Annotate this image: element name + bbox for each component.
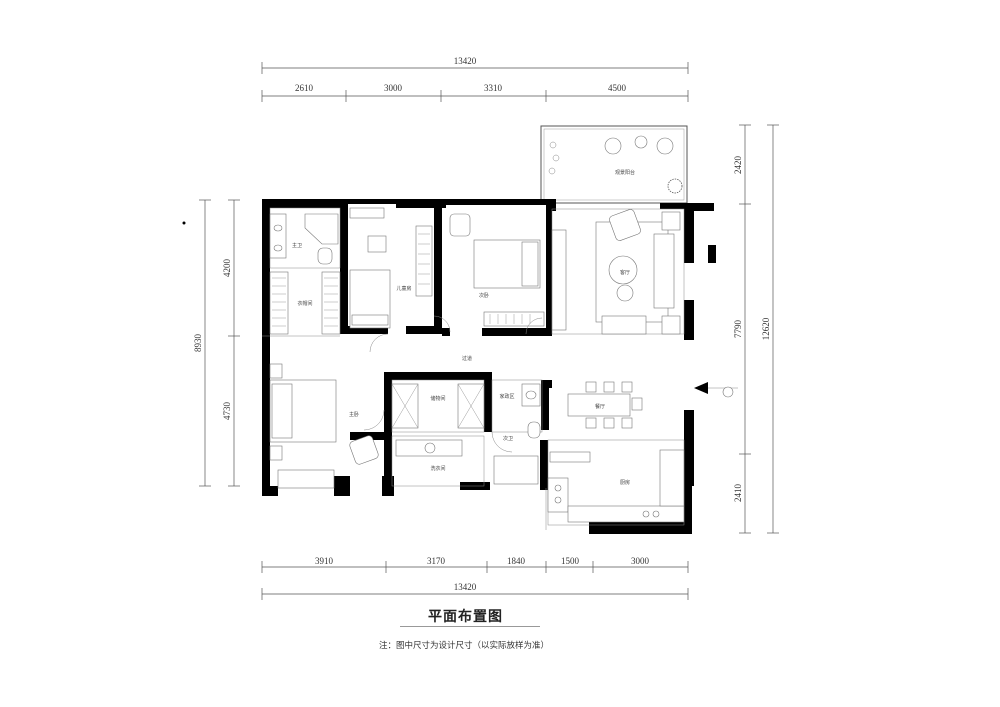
room-label-walk-in: 衣帽间 <box>297 300 312 307</box>
title-underline <box>400 626 540 627</box>
entrance-arrow-icon <box>694 382 738 398</box>
bottom-dimension-3: 1840 <box>507 556 526 566</box>
walls <box>262 199 716 534</box>
bottom-dimension-4: 1500 <box>561 556 580 566</box>
room-label-dining: 餐厅 <box>595 403 605 410</box>
left-dimension-1: 4200 <box>222 259 232 278</box>
room-label-utility: 家政区 <box>499 393 514 400</box>
storage-cabinets <box>391 383 485 429</box>
right-dimension-3: 2410 <box>733 484 743 503</box>
balcony-plants-left <box>548 141 560 175</box>
balcony-plant <box>667 178 683 194</box>
right-dimension-1: 2420 <box>733 156 743 175</box>
left-dimension-2: 4730 <box>222 402 232 421</box>
bottom-dimension-1: 3910 <box>315 556 334 566</box>
room-label-master-bath: 主卫 <box>292 242 302 249</box>
marker-dot <box>182 221 186 225</box>
room-label-guest-bath: 次卫 <box>503 435 513 442</box>
room-label-balcony: 观景阳台 <box>615 169 635 176</box>
door-swings <box>363 315 543 453</box>
room-label-corridor: 过道 <box>462 355 472 362</box>
master-bedroom-furniture <box>269 363 379 489</box>
room-label-storage: 储物间 <box>430 395 445 402</box>
top-dimension-1: 2610 <box>295 83 314 93</box>
balcony-area <box>540 125 688 204</box>
right-total-dimension: 12620 <box>761 317 771 340</box>
room-label-kids-room: 儿童房 <box>396 285 411 292</box>
top-dimension-3: 3310 <box>484 83 503 93</box>
right-dimension-lines <box>739 124 779 534</box>
top-dimension-4: 4500 <box>608 83 627 93</box>
walk-in-closet-wardrobes <box>269 271 341 335</box>
room-label-second-bedroom: 次卧 <box>479 292 489 299</box>
room-label-kitchen: 厨房 <box>620 479 630 486</box>
kids-room-furniture <box>349 207 433 329</box>
page-title: 平面布置图 <box>428 609 503 625</box>
left-total-dimension: 8930 <box>193 334 203 353</box>
second-bedroom-furniture <box>449 213 545 327</box>
room-label-laundry: 洗衣间 <box>430 465 445 472</box>
living-room-furniture <box>551 209 681 335</box>
dining-table-set <box>567 381 643 429</box>
footnote: 注：图中尺寸为设计尺寸（以实际放样为准） <box>379 641 550 651</box>
bottom-total-dimension: 13420 <box>454 582 477 592</box>
top-total-dimension: 13420 <box>454 56 477 66</box>
laundry-fixtures <box>395 439 463 457</box>
bottom-dimension-5: 3000 <box>631 556 650 566</box>
bottom-dimension-2: 3170 <box>427 556 446 566</box>
top-dimension-2: 3000 <box>384 83 403 93</box>
right-dimension-2: 7790 <box>733 320 743 339</box>
top-dimension-lines <box>261 62 689 102</box>
left-dimension-lines <box>199 199 240 487</box>
bottom-dimension-lines <box>261 561 689 600</box>
master-bath-fixtures <box>269 213 339 265</box>
guest-bath-fixtures <box>493 383 541 485</box>
balcony-chairs <box>604 135 674 155</box>
room-label-living: 客厅 <box>620 269 630 276</box>
kitchen-fixtures <box>547 449 685 523</box>
room-label-master-bedroom: 主卧 <box>349 411 359 418</box>
